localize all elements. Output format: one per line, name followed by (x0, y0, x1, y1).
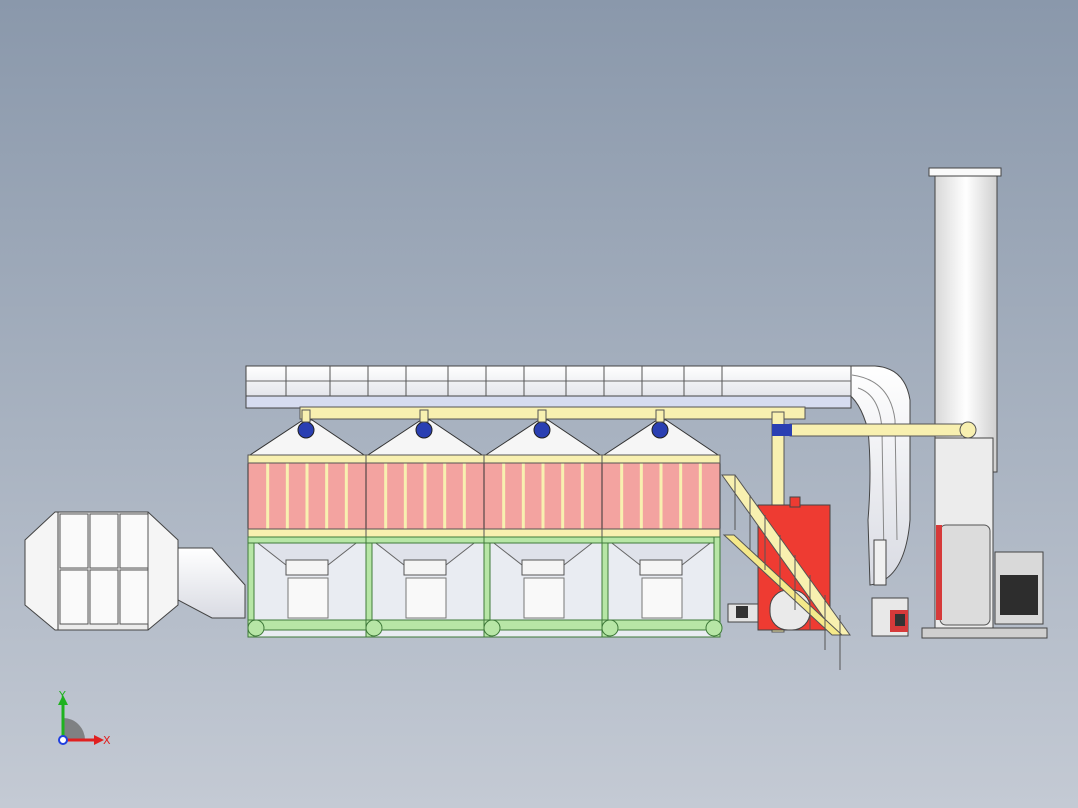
branch-pipe (301, 409, 311, 423)
chamber-bottom-rail (601, 528, 721, 538)
branch-pipe (655, 409, 665, 423)
access-panel (287, 577, 329, 619)
frame-base-beam (483, 619, 603, 631)
branch-pipe (419, 409, 429, 423)
access-panel (641, 577, 683, 619)
damper-valve (297, 421, 315, 439)
frame-foot (601, 619, 619, 637)
filter-cell (89, 513, 119, 569)
frame-foot (483, 619, 501, 637)
access-panel (405, 577, 447, 619)
filter-cell (119, 569, 149, 625)
frame-top-beam (247, 536, 367, 544)
fan-box (639, 559, 683, 576)
main-exhaust-fan (921, 437, 1048, 639)
chamber-top-rail (365, 454, 485, 464)
coordinate-triad: Y X (58, 689, 111, 747)
chamber-bottom-rail (365, 528, 485, 538)
filter-cell (119, 513, 149, 569)
chamber-top-rail (601, 454, 721, 464)
frame-foot (247, 619, 265, 637)
frame-top-beam (365, 536, 485, 544)
adsorption-bed (601, 409, 721, 638)
frame-top-beam (483, 536, 603, 544)
frame-top-beam (601, 536, 721, 544)
frame-foot (365, 619, 383, 637)
access-stair (721, 474, 851, 670)
frame-base-beam (247, 619, 367, 631)
fan-box (403, 559, 447, 576)
riser-duct (844, 365, 911, 586)
adsorption-beds (247, 409, 723, 638)
branch-pipe (537, 409, 547, 423)
adsorption-bed (247, 409, 367, 638)
damper-valve (415, 421, 433, 439)
dry-filter-box (24, 511, 246, 631)
chamber-top-rail (247, 454, 367, 464)
adsorption-bed (365, 409, 485, 638)
x-axis-label: X (103, 734, 111, 747)
damper-valve (533, 421, 551, 439)
fan-box (285, 559, 329, 576)
fan-box (521, 559, 565, 576)
filter-cell (89, 569, 119, 625)
damper-valve (651, 421, 669, 439)
access-panel (523, 577, 565, 619)
adsorption-bed (483, 409, 603, 638)
desorption-fan (871, 597, 909, 637)
filter-cell (59, 513, 89, 569)
header-duct (245, 365, 852, 409)
filter-cell (59, 569, 89, 625)
frame-foot (705, 619, 723, 637)
frame-base-beam (601, 619, 721, 631)
frame-post (713, 536, 721, 638)
chamber-bottom-rail (483, 528, 603, 538)
y-axis-label: Y (58, 689, 66, 702)
frame-base-beam (365, 619, 485, 631)
z-axis-marker (58, 735, 68, 745)
chamber-top-rail (483, 454, 603, 464)
chamber-bottom-rail (247, 528, 367, 538)
